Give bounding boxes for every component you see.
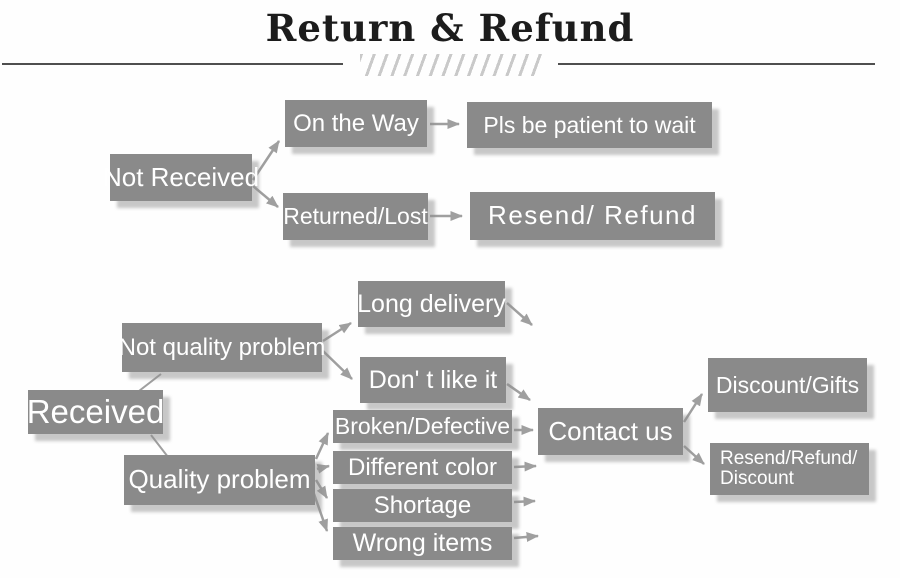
node-quality-problem: Quality problem: [124, 455, 315, 505]
arrow-different-color-out: [513, 461, 537, 472]
arrow-contact-us-to-resend-refund-discount: [683, 445, 705, 465]
header-rule-right: [558, 63, 875, 65]
node-received: Received: [27, 390, 164, 434]
node-long-delivery: Long delivery: [357, 281, 506, 327]
arrow-not-received-to-returned-lost: [252, 185, 279, 208]
line-received-to-quality-problem: [150, 434, 169, 458]
node-on-the-way: On the Way: [285, 100, 427, 147]
node-resend-refund-discount-text: Resend/Refund/ Discount: [720, 449, 857, 489]
arrow-quality-to-shortage: [314, 479, 329, 499]
arrow-contact-us-to-discount-gifts: [682, 393, 704, 423]
node-returned-lost: Returned/Lost: [283, 193, 428, 240]
node-not-quality-problem: Not quality problem: [119, 323, 325, 372]
node-resend-refund-discount-line1: Resend/Refund/: [720, 448, 858, 470]
line-received-to-not-quality-problem: [138, 373, 162, 392]
node-shortage: Shortage: [333, 489, 512, 522]
arrow-dont-like-it-out: [506, 382, 531, 402]
node-wrong-items: Wrong items: [333, 527, 512, 560]
hatch-decoration: [360, 54, 542, 76]
arrow-not-quality-to-dont-like-it: [322, 350, 353, 380]
arrow-quality-to-broken-defective: [314, 432, 330, 460]
arrow-wrong-items-out: [513, 531, 539, 542]
node-different-color: Different color: [333, 451, 512, 484]
node-resend-refund-discount-line2: Discount: [720, 468, 794, 489]
arrow-quality-to-wrong-items: [311, 490, 329, 532]
arrow-not-received-to-on-the-way: [251, 140, 281, 181]
arrow-quality-to-different-color: [316, 463, 330, 474]
header-rule-left: [2, 63, 343, 65]
page-title: Return & Refund: [265, 6, 635, 50]
node-resend-refund-discount: Resend/Refund/ Discount: [710, 443, 869, 495]
arrow-not-quality-to-long-delivery: [322, 321, 352, 343]
node-dont-like-it: Don' t like it: [360, 357, 506, 403]
node-resend-refund: Resend/ Refund: [470, 192, 715, 240]
node-discount-gifts: Discount/Gifts: [708, 358, 867, 412]
node-contact-us: Contact us: [538, 408, 683, 455]
node-pls-be-patient: Pls be patient to wait: [467, 102, 712, 148]
node-broken-defective: Broken/Defective: [333, 410, 512, 443]
arrow-long-delivery-out: [506, 302, 533, 326]
arrow-shortage-out: [513, 496, 536, 507]
node-not-received: Not Received: [103, 154, 259, 201]
